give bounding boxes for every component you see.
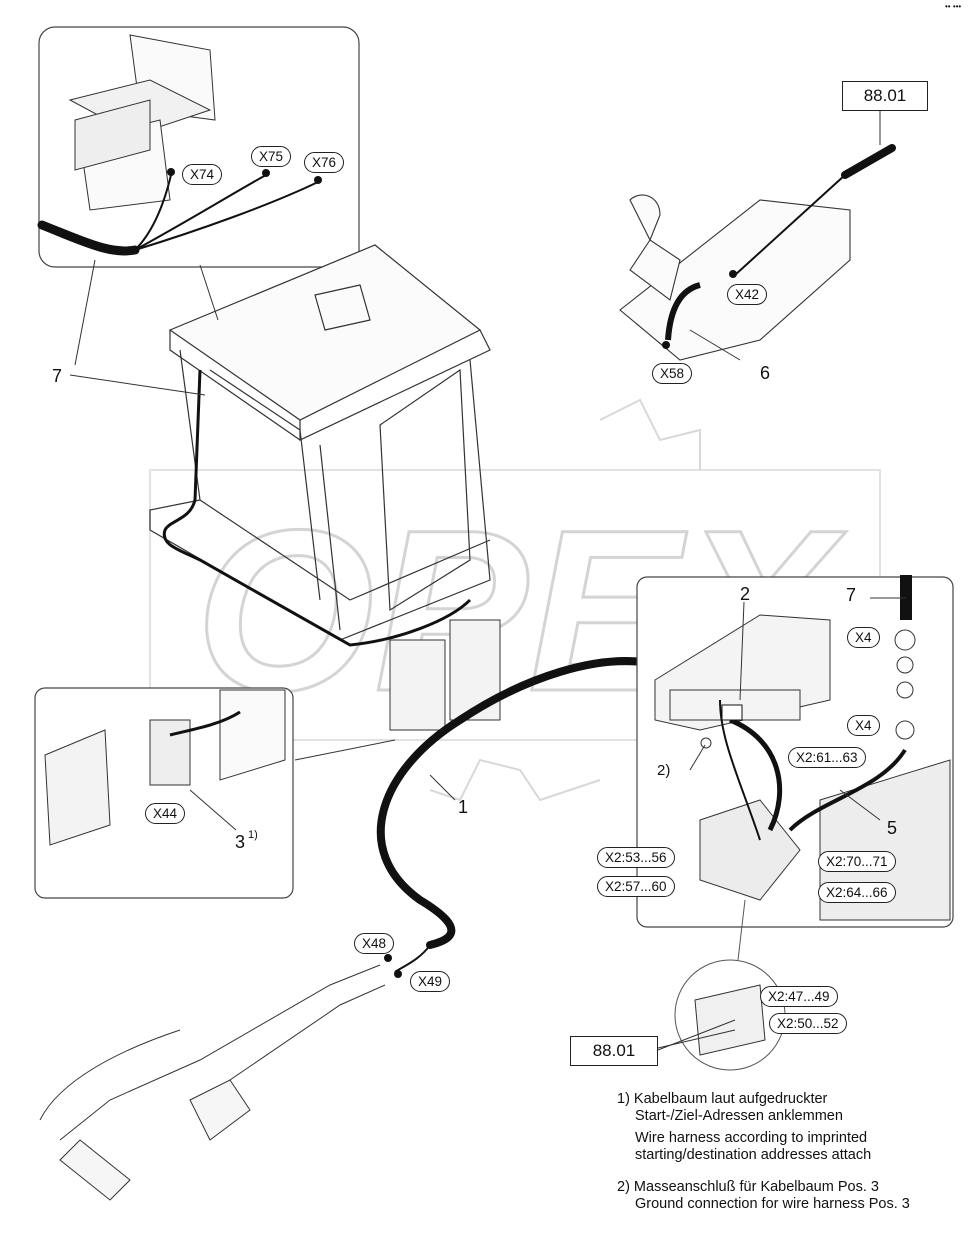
position-7-left: 7 <box>52 366 63 386</box>
connector-x58: X58 <box>652 363 693 384</box>
connector-x2-70-71: X2:70...71 <box>818 851 896 872</box>
position-2-note-ref: 2) <box>657 762 671 779</box>
note-1-line-3: Wire harness according to imprinted <box>635 1130 868 1146</box>
leader-lines <box>69 259 906 1051</box>
connector-x2-61-63: X2:61...63 <box>788 747 866 768</box>
position-6: 6 <box>760 363 771 383</box>
harness-segment <box>37 220 140 256</box>
note-1-line-1: 1) Kabelbaum laut aufgedruckter <box>617 1091 828 1107</box>
ref-box-top: 88.01 <box>842 81 928 111</box>
detail-circle <box>674 899 786 1071</box>
connector-x48: X48 <box>354 933 395 954</box>
cab-frame <box>149 244 491 641</box>
position-3: 3 <box>235 832 246 852</box>
control-cabinet <box>389 619 501 731</box>
connector-x42: X42 <box>727 284 768 305</box>
connector-x2-50-52: X2:50...52 <box>769 1013 847 1034</box>
connector-x44: X44 <box>145 803 186 824</box>
harness-cab <box>162 369 472 647</box>
note-2-line-1: 2) Masseanschluß für Kabelbaum Pos. 3 <box>617 1179 879 1195</box>
corner-mark: •• ••• <box>945 2 962 11</box>
note-1-line-2: Start-/Ziel-Adressen anklemmen <box>635 1108 843 1124</box>
harness-main-1 <box>376 657 664 949</box>
connector-x4-top: X4 <box>847 627 880 648</box>
connector-x2-64-66: X2:64...66 <box>818 882 896 903</box>
note-2-line-2: Ground connection for wire harness Pos. … <box>635 1196 910 1212</box>
lower-assembly <box>39 964 386 1201</box>
inset-top-left <box>37 26 360 268</box>
position-5: 5 <box>887 818 898 838</box>
joystick-console <box>619 194 851 361</box>
connector-x2-53-56: X2:53...56 <box>597 847 675 868</box>
inset-right <box>636 575 954 928</box>
connector-x4-bottom: X4 <box>847 715 880 736</box>
connector-x49: X49 <box>410 971 451 992</box>
connector-x2-57-60: X2:57...60 <box>597 876 675 897</box>
inset-bottom-left <box>34 687 294 899</box>
connector-x75: X75 <box>251 146 292 167</box>
position-2: 2 <box>740 584 751 604</box>
harness-joystick <box>841 144 896 179</box>
position-3-footnote: 1) <box>248 829 258 841</box>
ref-box-bottom: 88.01 <box>570 1036 658 1066</box>
position-1: 1 <box>458 797 469 817</box>
note-1-line-4: starting/destination addresses attach <box>635 1147 872 1163</box>
connector-x74: X74 <box>182 164 223 185</box>
position-7-right: 7 <box>846 585 857 605</box>
connector-x2-47-49: X2:47...49 <box>760 986 838 1007</box>
connector-x76: X76 <box>304 152 345 173</box>
